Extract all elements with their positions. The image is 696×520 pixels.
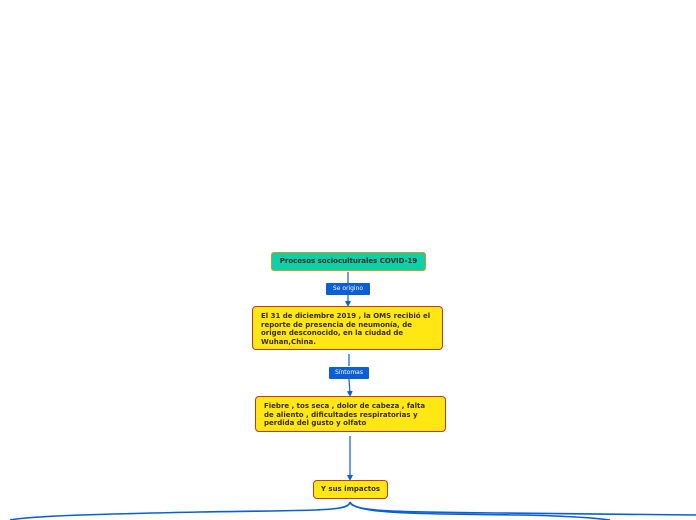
- impacts-node-text: Y sus impactos: [320, 485, 381, 494]
- link-label-origin[interactable]: Se origino: [326, 283, 370, 295]
- link-label-symptoms[interactable]: Síntomas: [329, 367, 369, 379]
- branch-right-2: [349, 501, 611, 520]
- branch-left: [9, 501, 351, 520]
- origin-node[interactable]: El 31 de diciembre 2019 , la OMS recibió…: [252, 306, 443, 350]
- origin-node-text: El 31 de diciembre 2019 , la OMS recibió…: [261, 312, 431, 346]
- impacts-node[interactable]: Y sus impactos: [313, 480, 388, 499]
- symptoms-node-text: Fiebre , tos seca , dolor de cabeza , fa…: [264, 402, 426, 427]
- root-node-text: Procesos socioculturales COVID-19: [279, 257, 418, 266]
- symptoms-node[interactable]: Fiebre , tos seca , dolor de cabeza , fa…: [255, 396, 446, 432]
- root-node[interactable]: Procesos socioculturales COVID-19: [271, 252, 426, 271]
- connector-origin-to-symptoms: [349, 354, 350, 394]
